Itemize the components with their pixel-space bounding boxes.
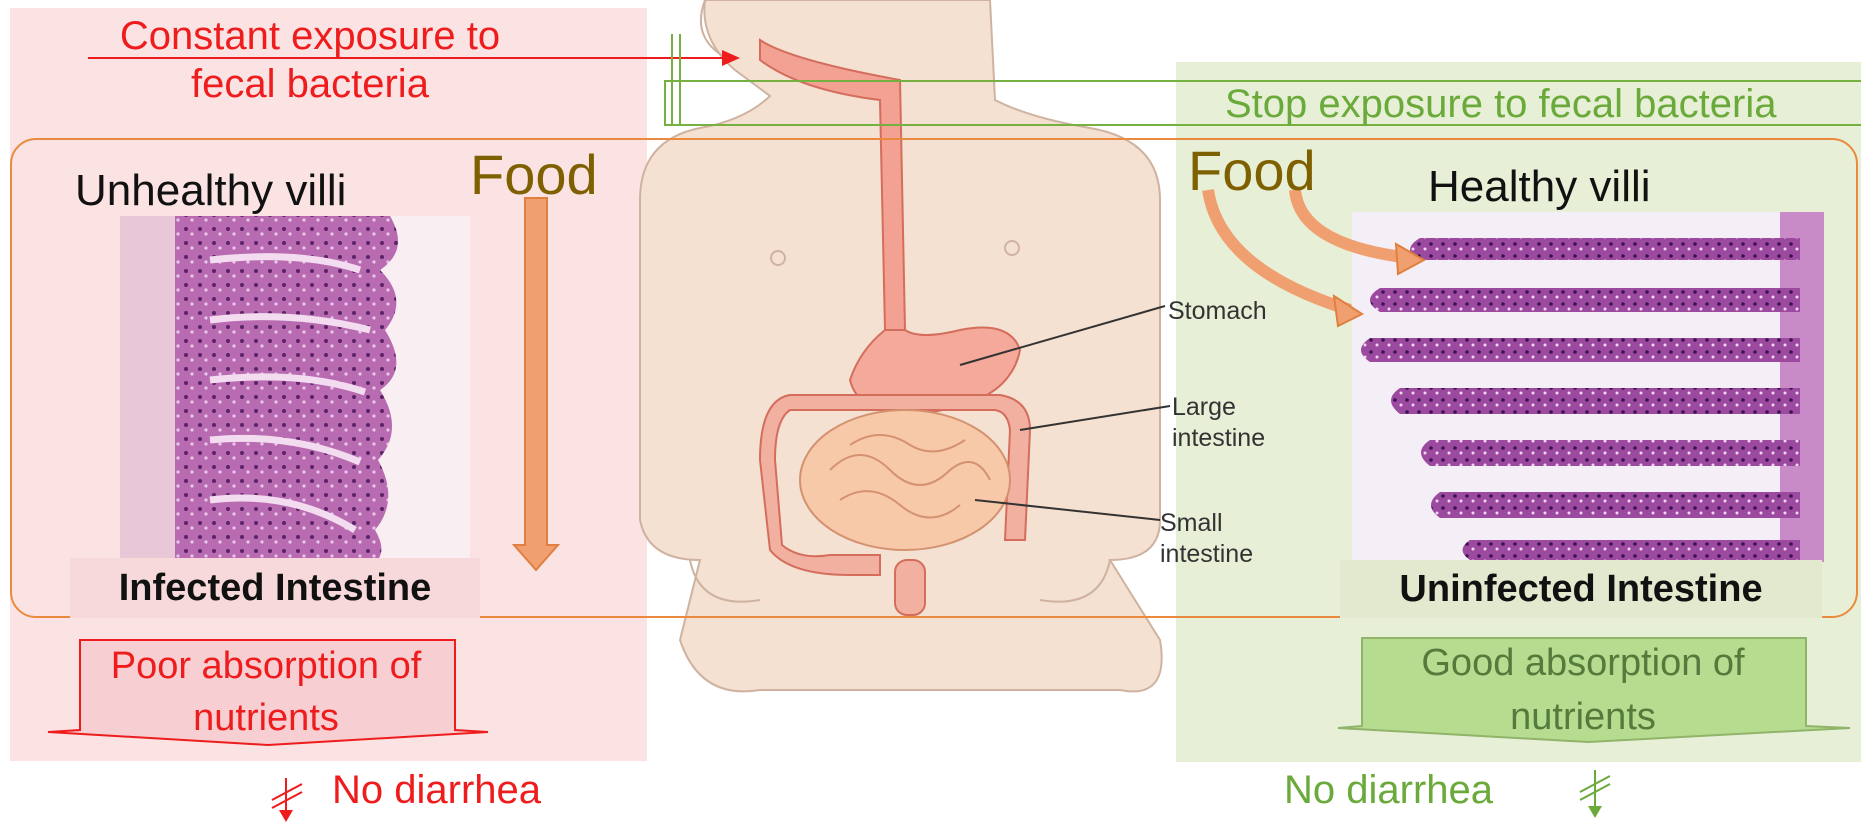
stop-exposure-label: Stop exposure to fecal bacteria [1225,80,1776,128]
poor-absorption-label: Poor absorption of nutrients [80,640,452,744]
left-no-diarrhea-label: No diarrhea [332,768,541,813]
right-no-diarrhea-symbol [1580,770,1610,806]
constant-exposure-label: Constant exposure to fecal bacteria [60,12,560,108]
left-no-diarrhea-symbol [272,778,302,812]
large-intestine-label: Large intestine [1172,392,1265,454]
right-food-label: Food [1188,138,1316,203]
left-food-label: Food [470,142,598,207]
small-intestine-label: Small intestine [1160,508,1253,570]
infected-intestine-caption: Infected Intestine [70,558,480,618]
right-no-diarrhea-label: No diarrhea [1284,768,1493,813]
unhealthy-villi-label: Unhealthy villi [75,166,346,216]
uninfected-intestine-caption: Uninfected Intestine [1340,560,1822,618]
healthy-villi-label: Healthy villi [1428,162,1651,212]
good-absorption-label: Good absorption of nutrients [1348,636,1818,744]
stomach-label: Stomach [1168,296,1267,327]
